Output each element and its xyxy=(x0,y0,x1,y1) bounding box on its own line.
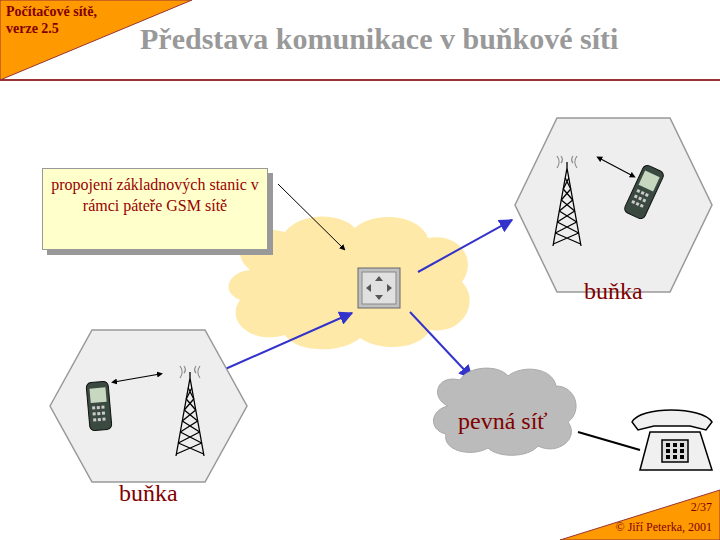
node-text: pevná síť xyxy=(458,408,548,435)
cell-hexagon: buňka xyxy=(515,118,712,328)
header-label: Počítačové sítě, verze 2.5 xyxy=(6,4,126,38)
node-text: buňka xyxy=(119,480,178,507)
callout-box: propojení základnových stanic v rámci pá… xyxy=(42,168,268,250)
slide-title: Představa komunikace v buňkové síti xyxy=(140,22,618,56)
cell-hexagon: buňka xyxy=(50,330,247,515)
fixed-network-cloud: pevná síť xyxy=(428,366,578,452)
node-text: buňka xyxy=(584,278,643,305)
copyright-note: © Jiří Peterka, 2001 xyxy=(616,520,712,535)
page-number: 2/37 xyxy=(691,500,712,515)
node-text: propojení základnových stanic v rámci pá… xyxy=(42,168,268,224)
